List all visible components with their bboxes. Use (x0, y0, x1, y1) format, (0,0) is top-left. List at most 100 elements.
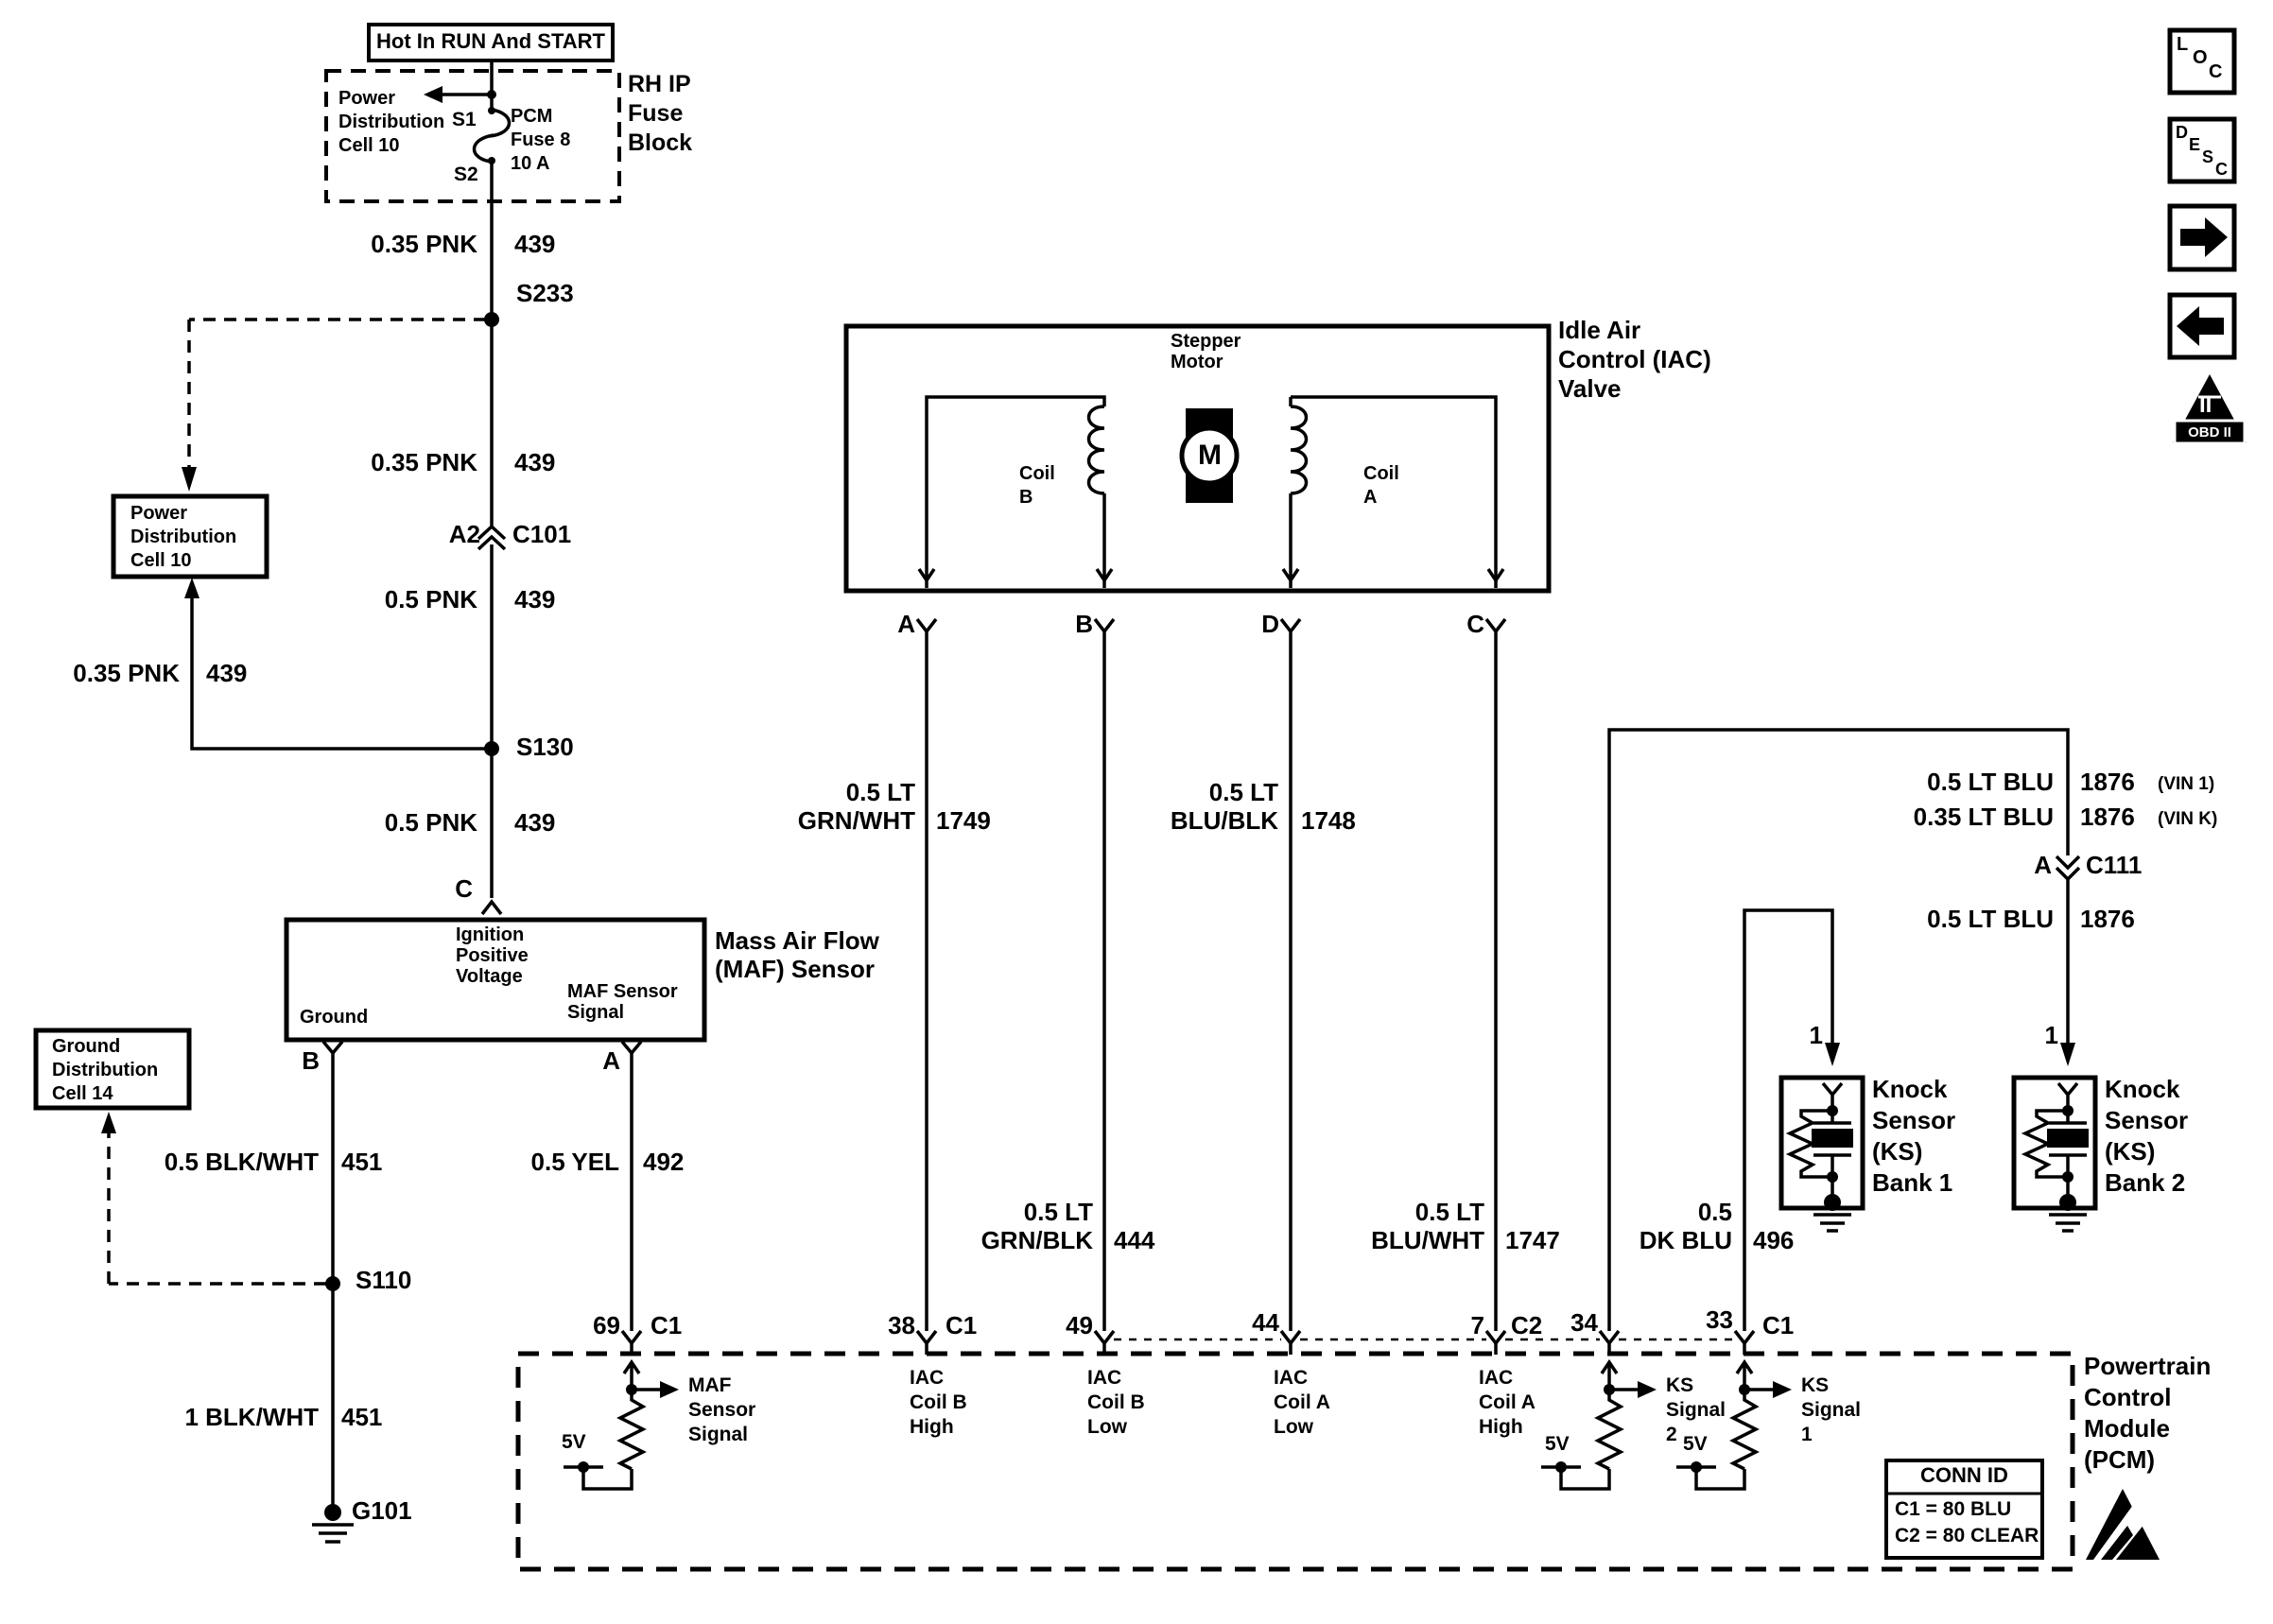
wire-1749-number: 1749 (936, 806, 991, 835)
pcm-ks2-pullup (1541, 1358, 1657, 1491)
maf-title-line2: (MAF) Sensor (715, 955, 875, 983)
wire-1748-number: 1748 (1301, 806, 1356, 835)
wire-1749-color-line1: 0.5 LT (845, 778, 915, 806)
pcm-fuse-line1: PCM (511, 106, 553, 127)
vin1-note: (VIN 1) (2158, 774, 2215, 794)
splice-s1-label: S1 (452, 109, 477, 130)
pin-33-terminal-icon (1733, 1329, 1756, 1355)
ground-dist-line1: Ground (52, 1036, 121, 1057)
wire-496-number: 496 (1753, 1226, 1795, 1254)
ks1-pin-label: 1 (1809, 1021, 1823, 1049)
ks1-title-line2: Sensor (1872, 1106, 1956, 1134)
ks1-title-line4: Bank 1 (1872, 1168, 1953, 1197)
s130-splice-dot (484, 741, 499, 756)
ks1-title-line1: Knock (1872, 1075, 1948, 1103)
fuse-block-name-line3: Block (628, 130, 693, 156)
knock-sensor-1-box (1778, 1075, 1865, 1211)
iac-coil-b-high-wire (915, 617, 938, 1331)
wire-439-label-4: 439 (206, 659, 248, 687)
s130-branch (184, 578, 499, 756)
pcm-maf-pullup (564, 1358, 679, 1491)
wire-451-label-2: 451 (341, 1403, 383, 1431)
maf-signal-wire (620, 1040, 643, 1331)
wire-pnk-label-1: 0.35 PNK (371, 230, 477, 258)
conn-id-box (1884, 1459, 2044, 1560)
pcm-5v-label-2: 5V (1545, 1433, 1570, 1455)
wire-439-label-2: 439 (514, 448, 556, 476)
maf-title-line1: Mass Air Flow (715, 926, 879, 955)
knock-sensor-1-internals (1785, 1081, 1853, 1233)
wire-pnk-label-2: 0.35 PNK (371, 448, 477, 476)
pcm-ks1-line2: Signal (1801, 1399, 1862, 1421)
fuse-icon (472, 107, 512, 164)
wire-blkwht1-label: 1 BLK/WHT (184, 1403, 319, 1431)
forward-arrow-icon (2180, 217, 2228, 257)
iac-title-line2: Control (IAC) (1558, 345, 1711, 373)
wire-1876-vink-number: 1876 (2080, 803, 2135, 831)
ks2-title-line2: Sensor (2105, 1106, 2189, 1134)
signal-arrow-icon (660, 1381, 679, 1398)
ks2-title-line1: Knock (2105, 1075, 2180, 1103)
wire-439-label-3: 439 (514, 585, 556, 613)
wire-1748-color-line2: BLU/BLK (1170, 806, 1278, 835)
wire-444-color-line1: 0.5 LT (1023, 1198, 1093, 1226)
motor-letter: M (1198, 440, 1222, 471)
pcm-iac-bh-line2: Coil B (910, 1391, 967, 1413)
pcm-pin-7-conn: C2 (1511, 1311, 1543, 1339)
ks2-wire (1607, 728, 2081, 1331)
wire-1749-color-line2: GRN/WHT (797, 806, 915, 835)
dashed-arrow-icon (182, 467, 197, 492)
s110-label: S110 (356, 1266, 412, 1294)
pcm-pin-69-label: 69 (593, 1311, 620, 1339)
desc-icon-box (2167, 116, 2237, 184)
pcm-title-line3: Module (2084, 1414, 2170, 1443)
stepper-motor-line2: Motor (1171, 352, 1223, 372)
iac-coil-a-high-wire (1484, 617, 1507, 1331)
iac-coil-a-low-wire (1279, 617, 1302, 1331)
wire-1876-vin1-color: 0.5 LT BLU (1927, 768, 2054, 796)
ground-dist-line2: Distribution (52, 1060, 159, 1080)
s233-branch (182, 312, 499, 492)
pcm-maf-signal-line3: Signal (688, 1424, 749, 1445)
pcm-pin-33-conn: C1 (1762, 1311, 1795, 1339)
wire-1748-color-line1: 0.5 LT (1208, 778, 1278, 806)
power-dist-feed-arrow-icon (424, 86, 496, 103)
pcm-ks1-line3: 1 (1801, 1424, 1813, 1445)
wire-1747-number: 1747 (1505, 1226, 1560, 1254)
ignition-feed-wire (480, 60, 503, 916)
obd2-banner (2173, 419, 2247, 445)
maf-ignition-line3: Voltage (456, 966, 523, 987)
piezo-element-icon (1812, 1129, 1853, 1148)
maf-ignition-line1: Ignition (456, 924, 525, 945)
knock-sensor-2-box (2011, 1075, 2098, 1211)
s130-label: S130 (516, 733, 574, 761)
maf-sensor-box (284, 917, 707, 1043)
power-distribution-box (111, 493, 269, 579)
pcm-pin-38-conn: C1 (946, 1311, 978, 1339)
fuse-block-cell-line3: Cell 10 (338, 135, 400, 156)
wire-1747-color-line2: BLU/WHT (1371, 1226, 1484, 1254)
iac-wires (915, 617, 1507, 1331)
ks2-pin-label: 1 (2044, 1021, 2058, 1049)
s110-splice-dot (325, 1276, 340, 1291)
pcm-maf-signal-line1: MAF (688, 1374, 732, 1396)
maf-ground-wire (312, 1040, 354, 1544)
loc-letter-o: O (2193, 47, 2208, 68)
maf-pin-b-label: B (302, 1046, 320, 1075)
pin-49-terminal-icon (1093, 1329, 1116, 1355)
iac-coil-b-icon (917, 395, 1114, 588)
legend-icons (2167, 27, 2247, 445)
pcm-iac-al-line3: Low (1274, 1416, 1313, 1438)
desc-letter-c: C (2215, 160, 2228, 179)
resistor-icon (616, 1390, 647, 1471)
forward-arrow-icon-box (2167, 203, 2237, 272)
pcm-pin-69-conn: C1 (651, 1311, 683, 1339)
ground-symbol-icon (1813, 1213, 1851, 1233)
iac-pin-c-label: C (1466, 610, 1484, 638)
pcm-iac-ah-line2: Coil A (1479, 1391, 1536, 1413)
ground-symbol-icon (2049, 1213, 2087, 1233)
fuse-block-name-line2: Fuse (628, 100, 684, 127)
wire-444-number: 444 (1114, 1226, 1155, 1254)
c101-label: C101 (512, 520, 572, 548)
